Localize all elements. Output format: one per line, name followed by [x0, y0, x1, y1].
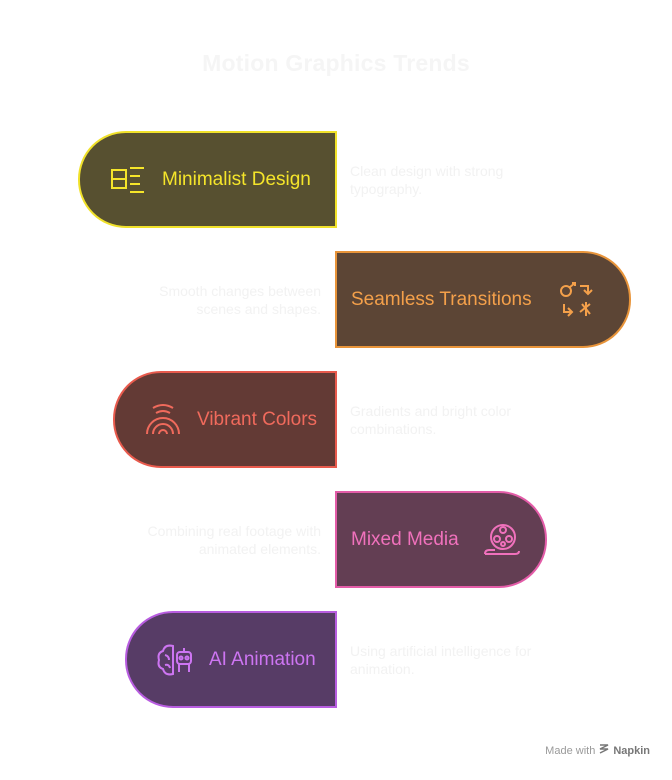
napkin-watermark[interactable]: Made with Napkin: [545, 744, 650, 757]
trend-label: Minimalist Design: [162, 168, 311, 190]
trend-pill-seamless-transitions: Seamless Transitions: [335, 251, 631, 348]
trend-label: Mixed Media: [351, 528, 459, 550]
trend-pill-mixed-media: Mixed Media: [335, 491, 547, 588]
transition-arrows-icon: [556, 280, 596, 320]
trend-description: Clean design with strong typography.: [350, 163, 504, 197]
trend-label: Vibrant Colors: [197, 408, 318, 430]
rainbow-icon: [143, 400, 183, 440]
trend-description: Combining real footage with animated ele…: [147, 523, 321, 557]
made-with-text: Made with: [545, 744, 596, 757]
brain-robot-icon: [155, 640, 195, 680]
trend-description: Gradients and bright color combinations.: [350, 403, 512, 437]
trend-pill-minimalist-design: Minimalist Design: [78, 131, 337, 228]
napkin-logo-icon: [599, 744, 609, 757]
trend-pill-vibrant-colors: Vibrant Colors: [113, 371, 337, 468]
trend-label: AI Animation: [209, 648, 316, 670]
trend-description: Smooth changes between scenes and shapes…: [159, 283, 321, 317]
trend-label: Seamless Transitions: [351, 288, 532, 310]
page-title: Motion Graphics Trends: [202, 50, 470, 76]
film-reel-icon: [481, 520, 521, 560]
trend-pill-ai-animation: AI Animation: [125, 611, 337, 708]
layout-list-icon: [108, 160, 148, 200]
trend-description: Using artificial intelligence for animat…: [350, 643, 532, 677]
napkin-brand: Napkin: [613, 744, 650, 757]
